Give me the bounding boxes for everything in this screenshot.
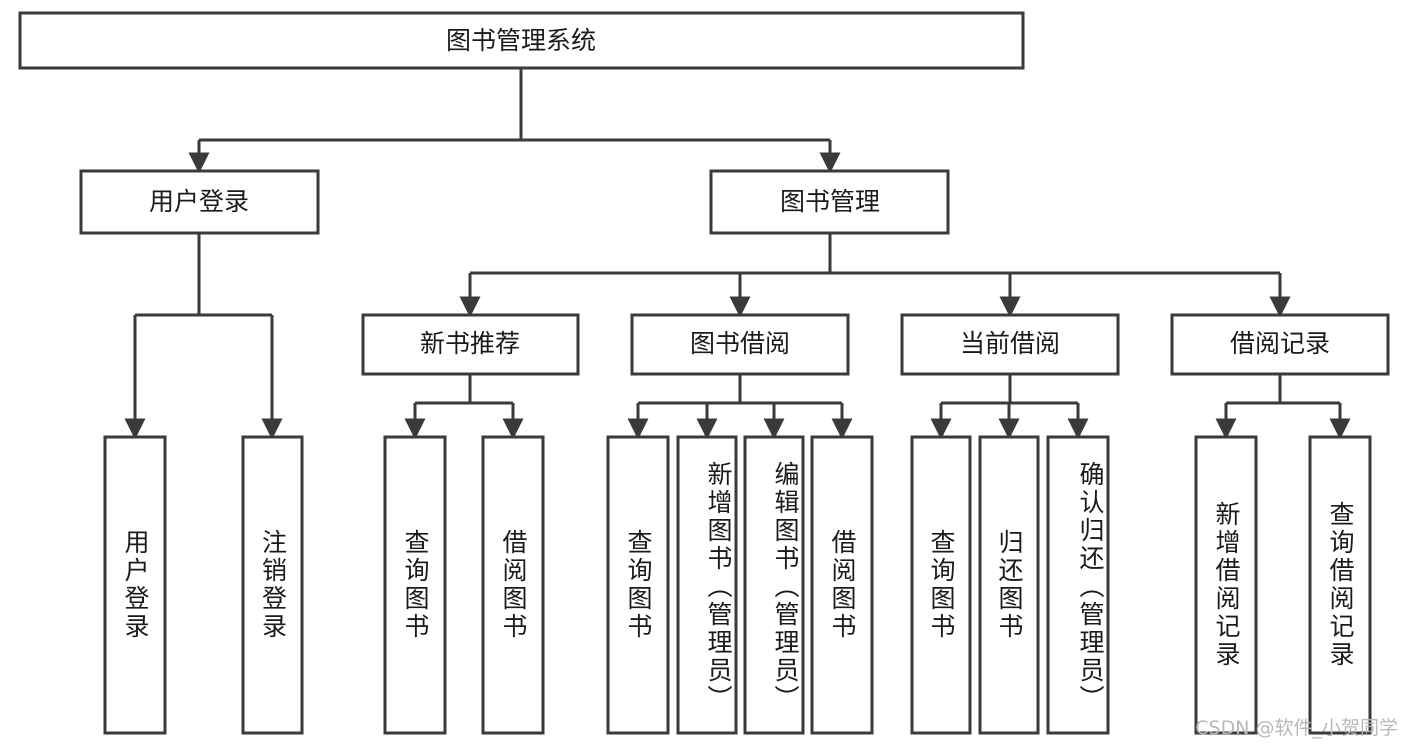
node-root-label: 图书管理系统 [446, 26, 596, 55]
csdn-watermark: CSDN @软件_小贺同学 [1195, 717, 1398, 739]
node-new-book-recommend-label: 新书推荐 [420, 329, 520, 358]
connector-book-manage-to-level3 [459, 233, 1291, 318]
node-book-manage[interactable]: 图书管理 [709, 169, 950, 235]
node-leaf-borrow-book-recommend[interactable]: 借阅图书 [481, 435, 545, 735]
node-leaf-return-book[interactable]: 归还图书 [978, 435, 1040, 735]
node-leaf-query-book-recommend-label: 查询图书 [401, 529, 430, 641]
node-leaf-add-borrow-record-label: 新增借阅记录 [1212, 501, 1241, 669]
node-leaf-query-book-borrow[interactable]: 查询图书 [606, 435, 670, 735]
node-root-system[interactable]: 图书管理系统 [18, 11, 1025, 70]
node-leaf-query-borrow-record-label: 查询借阅记录 [1326, 501, 1355, 669]
node-leaf-borrow-book[interactable]: 借阅图书 [810, 435, 874, 735]
node-leaf-user-login-label: 用户登录 [121, 529, 150, 641]
node-leaf-add-book[interactable]: 新增图书（管理员） [676, 435, 738, 735]
node-leaf-add-book-label: 新增图书（管理员） [704, 461, 733, 713]
node-leaf-return-book-label: 归还图书 [995, 529, 1024, 641]
node-borrow-record-label: 借阅记录 [1230, 329, 1330, 358]
node-borrow-record[interactable]: 借阅记录 [1170, 313, 1390, 376]
connector-borrow-to-leaves [627, 374, 853, 440]
connector-current-to-leaves [930, 374, 1089, 440]
node-leaf-logout-label: 注销登录 [258, 529, 288, 641]
node-leaf-edit-book-label: 编辑图书（管理员） [771, 461, 800, 713]
node-leaf-query-book-current-label: 查询图书 [927, 529, 956, 641]
connector-root-to-level2 [188, 68, 841, 174]
node-leaf-logout[interactable]: 注销登录 [241, 435, 304, 735]
node-leaf-query-book-recommend[interactable]: 查询图书 [383, 435, 447, 735]
node-leaf-add-borrow-record[interactable]: 新增借阅记录 [1194, 435, 1258, 735]
node-new-book-recommend[interactable]: 新书推荐 [361, 313, 580, 376]
node-book-manage-label: 图书管理 [780, 187, 880, 216]
node-leaf-query-borrow-record[interactable]: 查询借阅记录 [1308, 435, 1372, 735]
node-leaf-user-login[interactable]: 用户登录 [103, 435, 167, 735]
node-leaf-borrow-book-label: 借阅图书 [828, 529, 857, 641]
node-current-borrow[interactable]: 当前借阅 [900, 313, 1120, 376]
node-leaf-confirm-return-label: 确认归还（管理员） [1076, 461, 1105, 713]
node-leaf-query-book-borrow-label: 查询图书 [624, 529, 653, 641]
connector-record-to-leaves [1215, 374, 1351, 440]
node-user-login-label: 用户登录 [149, 187, 249, 216]
connector-user-login-to-leaves [124, 233, 283, 440]
node-leaf-borrow-book-recommend-label: 借阅图书 [499, 529, 528, 641]
node-user-login[interactable]: 用户登录 [79, 169, 320, 235]
node-leaf-confirm-return[interactable]: 确认归还（管理员） [1046, 435, 1110, 735]
node-book-borrow[interactable]: 图书借阅 [630, 313, 850, 376]
node-leaf-query-book-current[interactable]: 查询图书 [910, 435, 972, 735]
node-current-borrow-label: 当前借阅 [960, 329, 1060, 358]
connector-recommend-to-leaves [404, 374, 524, 440]
node-book-borrow-label: 图书借阅 [690, 329, 790, 358]
node-leaf-edit-book[interactable]: 编辑图书（管理员） [743, 435, 805, 735]
